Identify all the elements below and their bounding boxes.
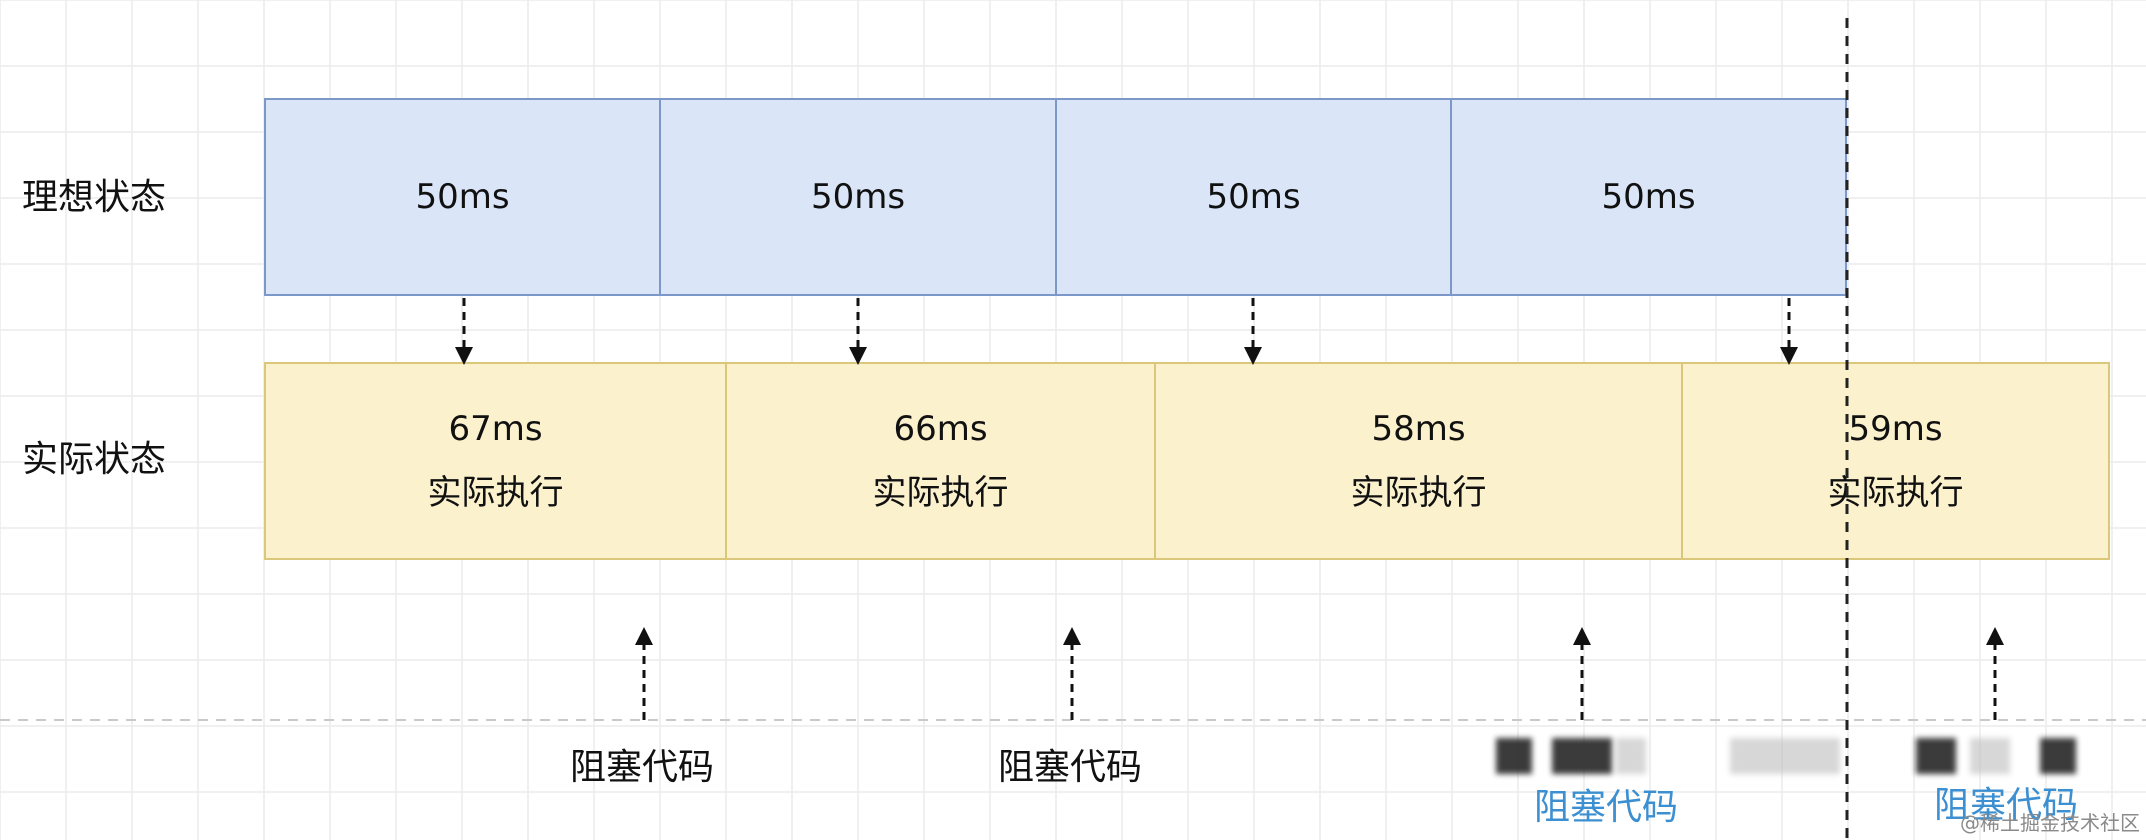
pixelated-patch (1616, 738, 1646, 774)
actual-interval-duration: 66ms (893, 409, 988, 449)
ideal-interval-box: 50ms (1450, 98, 1847, 296)
ideal-row-label: 理想状态 (22, 177, 167, 218)
blocking-code-label: 阻塞代码 (997, 747, 1143, 788)
pixelated-patch (1552, 738, 1612, 774)
ideal-interval-duration: 50ms (1601, 177, 1696, 217)
actual-interval-duration: 59ms (1848, 409, 1943, 449)
actual-interval-box: 59ms 实际执行 (1681, 362, 2110, 560)
pixelated-patch (1970, 738, 2010, 774)
ideal-interval-box: 50ms (659, 98, 1057, 296)
ideal-interval-duration: 50ms (810, 177, 906, 217)
blocking-code-label: 阻塞代码 (1933, 785, 2079, 826)
ideal-interval-box: 50ms (1055, 98, 1452, 296)
ideal-interval-duration: 50ms (415, 177, 510, 217)
actual-interval-box: 58ms 实际执行 (1154, 362, 1683, 560)
actual-interval-box: 66ms 实际执行 (725, 362, 1156, 560)
blocking-code-label: 阻塞代码 (1533, 787, 1679, 828)
pixelated-patch (2040, 738, 2076, 774)
blocking-code-label: 阻塞代码 (569, 747, 715, 788)
ideal-interval-box: 50ms (264, 98, 661, 296)
pixelated-patch (1496, 738, 1532, 774)
watermark: @稀土掘金技术社区 (1960, 811, 2140, 835)
pixelated-patch (1730, 738, 1840, 774)
ideal-interval-duration: 50ms (1206, 177, 1301, 217)
actual-interval-duration: 58ms (1371, 409, 1466, 449)
actual-interval-label: 实际执行 (427, 473, 564, 513)
actual-interval-label: 实际执行 (1350, 473, 1487, 513)
actual-interval-label: 实际执行 (872, 473, 1009, 513)
actual-row-label: 实际状态 (22, 439, 167, 480)
pixelated-patch (1916, 738, 1956, 774)
actual-interval-box: 67ms 实际执行 (264, 362, 727, 560)
actual-interval-duration: 67ms (448, 409, 543, 449)
actual-interval-label: 实际执行 (1827, 473, 1964, 513)
